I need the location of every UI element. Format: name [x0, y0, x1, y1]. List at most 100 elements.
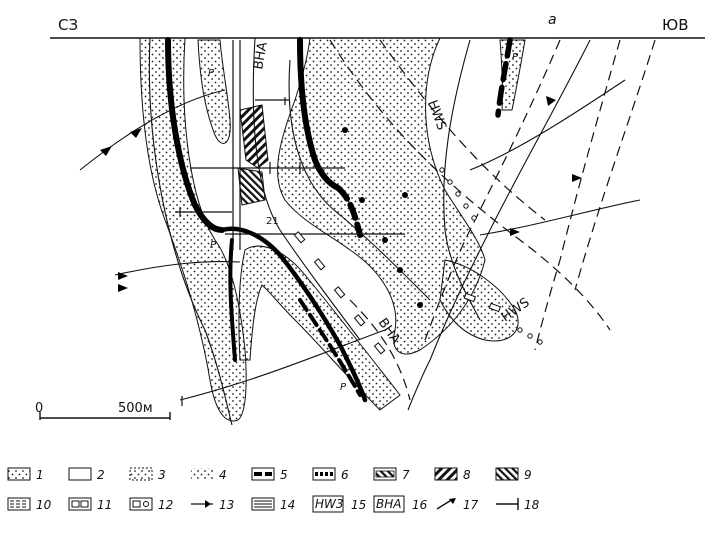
contact-dot — [397, 267, 403, 273]
legend-number: 3 — [158, 468, 166, 482]
legend-number: 11 — [97, 498, 112, 512]
label-21: 21 — [266, 216, 279, 227]
legend-item-13: 13 — [191, 498, 234, 512]
legend-number: 17 — [463, 498, 479, 512]
legend-number: 6 — [341, 468, 349, 482]
scale-start-label: 0 — [35, 401, 43, 416]
legend-symbol-dotted-p-box — [191, 468, 213, 480]
hatched-body-b — [237, 167, 266, 206]
outer-left-curve — [148, 37, 233, 426]
legend-item-18: 18 — [496, 498, 540, 512]
trace-dot — [471, 215, 477, 221]
trace-dot — [517, 327, 523, 333]
legend-number: 18 — [524, 498, 540, 512]
legend-item-7: 7 — [373, 467, 410, 482]
left-thick-band — [165, 37, 225, 233]
contact-dot — [417, 302, 423, 308]
hatched-body-a — [239, 104, 269, 169]
band-rect — [488, 302, 502, 313]
contact-dot — [342, 127, 348, 133]
band-rect — [313, 258, 326, 271]
legend-number: 13 — [219, 498, 234, 512]
label-p-right: P — [512, 52, 519, 63]
legend-item-16: BHA 16 — [373, 495, 428, 513]
legend-number: 15 — [351, 498, 366, 512]
legend-symbol-rect-circle-box — [129, 497, 153, 511]
legend-number: 14 — [280, 498, 295, 512]
legend-number: 2 — [97, 468, 105, 482]
dashed-line-2 — [379, 39, 546, 221]
dashed-line-3 — [534, 39, 621, 351]
contact-dot — [382, 237, 388, 243]
right-thick-band — [495, 37, 513, 118]
legend-item-4: 4 — [191, 468, 227, 482]
trace-dot — [537, 339, 543, 345]
arrow-heads — [100, 96, 582, 292]
legend-item-5: 5 — [251, 467, 288, 482]
band-rect — [333, 286, 346, 299]
legend-item-10: 10 — [7, 497, 52, 512]
label-hws-top: HWS — [424, 98, 449, 132]
legend-symbol-P-box — [7, 467, 31, 481]
label-p-left: P — [210, 240, 217, 251]
legend-symbol-BHA: BHA — [373, 495, 405, 513]
trace-dot — [527, 333, 533, 339]
label-p-upper: P — [208, 68, 215, 79]
legend-number: 9 — [524, 468, 532, 482]
legend-number: 16 — [412, 498, 428, 512]
dashed-line-1 — [329, 39, 611, 331]
arrow-lines — [79, 79, 641, 401]
left-fold-body — [139, 37, 247, 422]
legend-symbol-diagonal-hatch-left — [434, 467, 458, 481]
scale-end-label: 500м — [118, 401, 153, 416]
legend-symbol-triple-line-box — [251, 497, 275, 511]
legend-number: 12 — [158, 498, 173, 512]
contact-dot — [402, 192, 408, 198]
legend-symbol-text: HW3 — [315, 497, 344, 511]
arrow-line-right — [469, 79, 626, 171]
center-dashed-band — [335, 185, 363, 238]
legend-symbol-text: BHA — [376, 497, 401, 511]
lower-dashed-band — [298, 298, 362, 397]
legend-item-8: 8 — [434, 467, 471, 482]
band-rect — [463, 292, 477, 303]
thick-bands — [165, 37, 513, 403]
legend-item-2: 2 — [68, 467, 105, 482]
arrow-head — [118, 284, 128, 292]
legend-symbol-diagonal-hatch-right — [495, 467, 519, 481]
arrow-head — [100, 146, 112, 156]
legend-number: 10 — [36, 498, 52, 512]
legend-symbol-hatched-band — [373, 467, 397, 481]
band-rect — [353, 314, 366, 327]
legend-number: 4 — [219, 468, 227, 482]
dashed-line-4 — [574, 39, 656, 291]
direction-left: СЗ — [58, 16, 78, 34]
arrow-line-mid-right — [479, 199, 641, 236]
tick-marks — [179, 97, 301, 406]
scale-bar: 0 500м — [35, 401, 171, 420]
arrow-head — [118, 272, 128, 280]
legend-item-9: 9 — [495, 467, 532, 482]
legend-number: 1 — [36, 468, 44, 482]
inner-curve-a — [252, 37, 361, 341]
center-thick-band — [297, 37, 341, 191]
upper-lens — [197, 39, 231, 144]
rect-circle-band — [293, 231, 502, 355]
legend-symbol-empty-box — [68, 467, 92, 481]
legend-symbol-tick-line — [496, 498, 519, 510]
legend-symbol-dashed-lines-box — [7, 497, 31, 511]
legend-item-3: 3 — [129, 467, 166, 482]
legend-item-11: 11 — [68, 497, 112, 512]
trace-dot — [455, 191, 461, 197]
hws-trace — [439, 167, 543, 345]
arrow-head — [572, 174, 582, 182]
band-rect — [293, 231, 306, 244]
direction-right: ЮВ — [662, 16, 688, 34]
legend-symbol-dotted-bold-line — [312, 467, 336, 481]
arrow-head — [130, 128, 142, 138]
trace-dot — [463, 203, 469, 209]
lower-thick-band — [228, 238, 237, 362]
trace-dot — [447, 179, 453, 185]
